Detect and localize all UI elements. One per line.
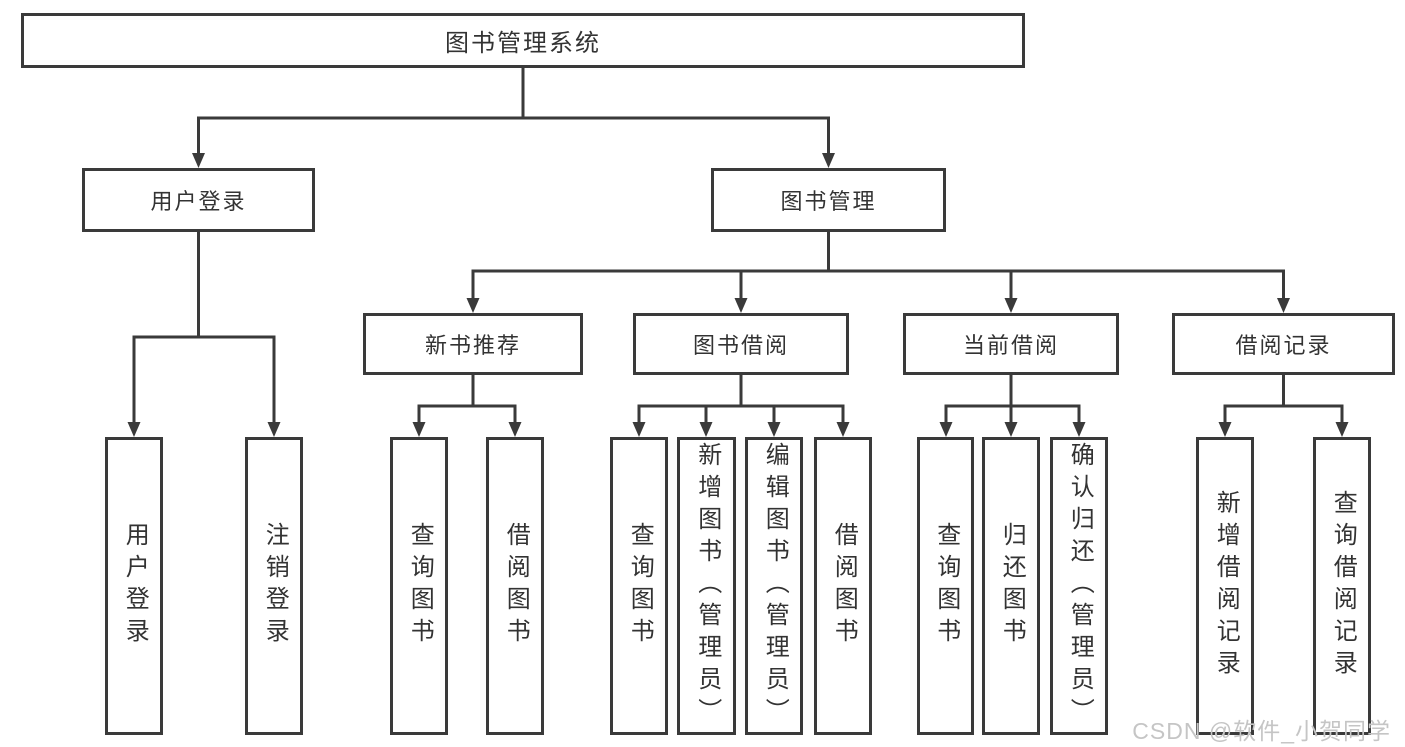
node-leaf-bb-borrow-books-label: 借阅图书 bbox=[830, 522, 858, 650]
node-leaf-bb-add-books-admin: 新增图书（管理员） bbox=[677, 437, 736, 735]
node-leaf-logout-label: 注销登录 bbox=[261, 522, 289, 650]
node-new-book-recommend: 新书推荐 bbox=[363, 313, 583, 375]
node-leaf-br-query-record: 查询借阅记录 bbox=[1313, 437, 1371, 735]
node-leaf-cb-confirm-return-admin-label: 确认归还（管理员） bbox=[1066, 442, 1094, 730]
node-new-book-recommend-label: 新书推荐 bbox=[424, 333, 521, 358]
node-leaf-br-add-record: 新增借阅记录 bbox=[1196, 437, 1254, 735]
node-leaf-br-add-record-label: 新增借阅记录 bbox=[1212, 490, 1240, 682]
csdn-watermark: CSDN @软件_小贺同学 bbox=[1132, 718, 1391, 744]
node-leaf-bb-edit-books-admin: 编辑图书（管理员） bbox=[745, 437, 803, 735]
node-leaf-nbr-borrow-books-label: 借阅图书 bbox=[502, 522, 530, 650]
node-leaf-cb-confirm-return-admin: 确认归还（管理员） bbox=[1050, 437, 1108, 735]
node-borrowing-records: 借阅记录 bbox=[1172, 313, 1395, 375]
node-leaf-nbr-query-books: 查询图书 bbox=[390, 437, 448, 735]
node-root: 图书管理系统 bbox=[21, 13, 1025, 68]
node-book-management-label: 图书管理 bbox=[780, 189, 877, 214]
node-leaf-br-query-record-label: 查询借阅记录 bbox=[1329, 490, 1357, 682]
node-leaf-bb-query-books-label: 查询图书 bbox=[626, 522, 654, 650]
node-leaf-bb-edit-books-admin-label: 编辑图书（管理员） bbox=[761, 442, 789, 730]
node-book-borrowing: 图书借阅 bbox=[633, 313, 849, 375]
node-leaf-nbr-query-books-label: 查询图书 bbox=[406, 522, 434, 650]
node-leaf-nbr-borrow-books: 借阅图书 bbox=[486, 437, 544, 735]
node-current-borrowing: 当前借阅 bbox=[903, 313, 1119, 375]
node-leaf-user-login-label: 用户登录 bbox=[121, 522, 149, 650]
node-current-borrowing-label: 当前借阅 bbox=[962, 333, 1059, 358]
node-user-login-label: 用户登录 bbox=[150, 189, 247, 214]
node-book-borrowing-label: 图书借阅 bbox=[692, 333, 789, 358]
node-leaf-cb-return-books: 归还图书 bbox=[982, 437, 1040, 735]
node-user-login: 用户登录 bbox=[82, 168, 315, 232]
node-leaf-cb-return-books-label: 归还图书 bbox=[998, 522, 1026, 650]
node-leaf-bb-add-books-admin-label: 新增图书（管理员） bbox=[693, 442, 721, 730]
node-leaf-logout: 注销登录 bbox=[245, 437, 303, 735]
node-leaf-bb-query-books: 查询图书 bbox=[610, 437, 668, 735]
node-leaf-user-login: 用户登录 bbox=[105, 437, 163, 735]
node-borrowing-records-label: 借阅记录 bbox=[1235, 333, 1332, 358]
node-book-management: 图书管理 bbox=[711, 168, 946, 232]
node-leaf-cb-query-books-label: 查询图书 bbox=[932, 522, 960, 650]
node-root-label: 图书管理系统 bbox=[445, 30, 601, 57]
node-leaf-cb-query-books: 查询图书 bbox=[917, 437, 974, 735]
node-leaf-bb-borrow-books: 借阅图书 bbox=[814, 437, 872, 735]
